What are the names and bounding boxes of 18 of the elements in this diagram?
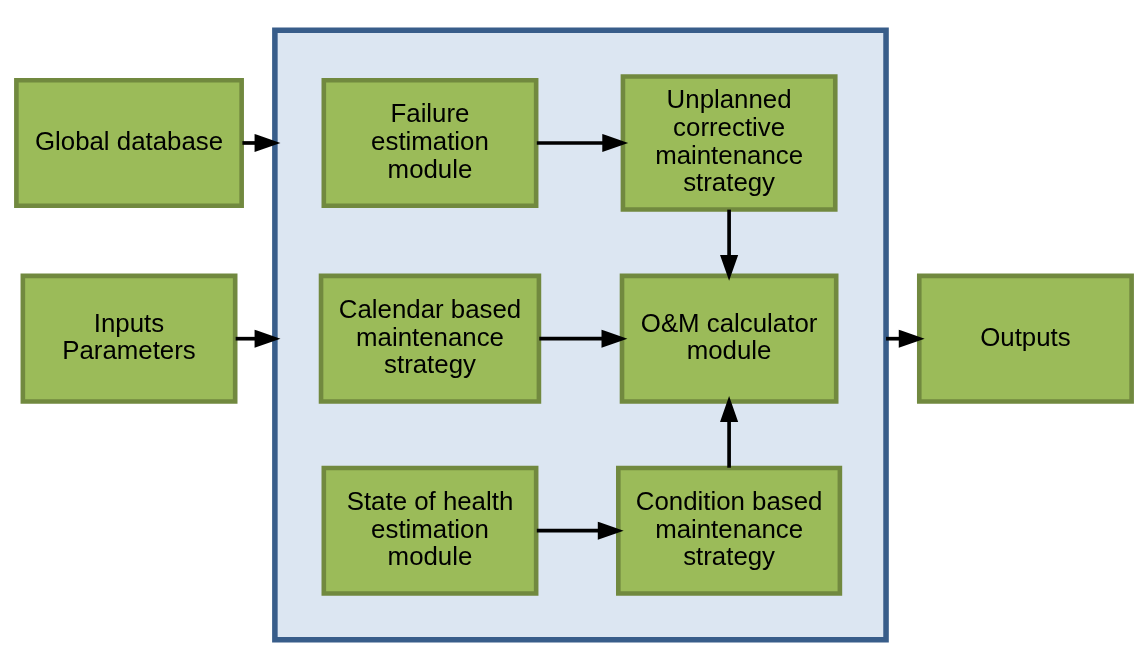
arrow: [886, 329, 925, 348]
cluster: [272, 27, 889, 643]
arrow: [720, 396, 739, 468]
node-box: Global database: [14, 77, 244, 209]
arrow: [235, 329, 281, 348]
arrow: [536, 521, 624, 540]
node-box: Calendar based maintenance strategy: [318, 273, 542, 404]
node-box: Failure estimation module: [321, 77, 539, 209]
arrow: [536, 133, 629, 153]
node-box: O&M calculator module: [619, 273, 839, 404]
node-box: State of health estimation module: [321, 465, 539, 596]
node-box: Condition based maintenance strategy: [616, 465, 843, 596]
node-box: Unplanned corrective maintenance strategy: [620, 74, 838, 212]
arrow: [242, 133, 281, 153]
arrow: [539, 329, 628, 348]
node-box: Outputs: [916, 273, 1134, 404]
node-box: Inputs Parameters: [20, 273, 238, 404]
arrow: [720, 209, 739, 281]
